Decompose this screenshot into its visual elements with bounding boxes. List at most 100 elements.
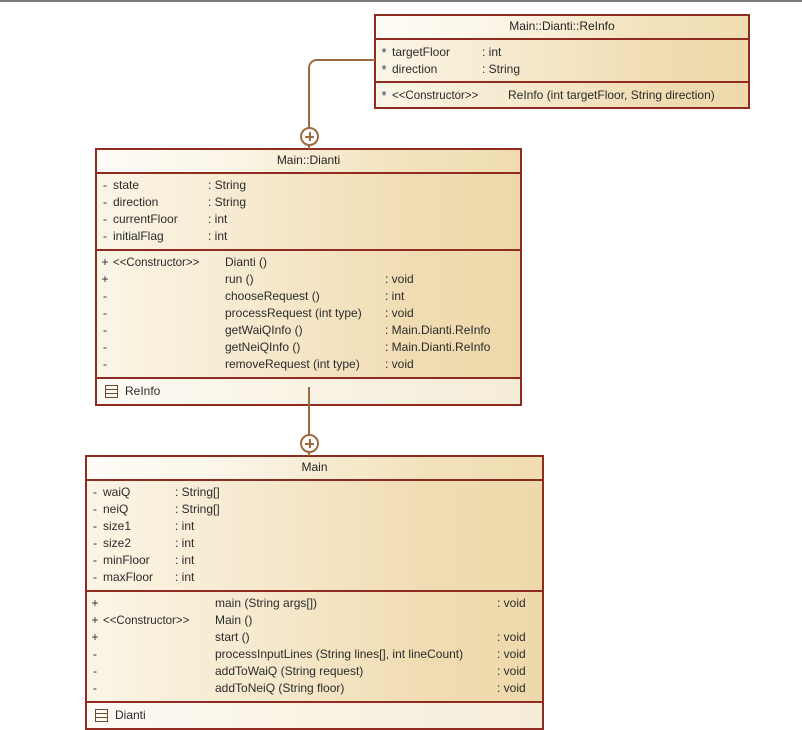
class-box-reinfo[interactable]: Main::Dianti::ReInfo * targetFloor : int…	[374, 14, 750, 109]
nested-class-icon	[105, 384, 118, 398]
operation-return-type: : void	[385, 306, 414, 320]
operation-return-type: : Main.Dianti.ReInfo	[385, 323, 491, 337]
operation-signature: processRequest (int type)	[225, 306, 362, 320]
attribute-name: currentFloor	[113, 212, 178, 226]
attribute-row: - maxFloor : int	[87, 569, 542, 586]
operation-row: + run () : void	[97, 271, 520, 288]
connector-reinfo-horizontal-segment	[318, 59, 375, 61]
visibility-marker: *	[381, 88, 387, 103]
operation-row: - removeRequest (int type) : void	[97, 356, 520, 373]
visibility-marker: +	[101, 272, 109, 286]
operation-row: - processInputLines (String lines[], int…	[87, 646, 542, 663]
operation-return-type: : int	[385, 289, 405, 303]
attributes-compartment-dianti: - state : String - direction : String - …	[97, 174, 520, 251]
visibility-marker: -	[103, 340, 107, 354]
operation-row: - addToNeiQ (String floor) : void	[87, 680, 542, 697]
attribute-row: - currentFloor : int	[97, 211, 520, 228]
attribute-name: maxFloor	[103, 570, 154, 584]
connector-dianti-vertical-segment	[308, 387, 310, 436]
connector-reinfo-corner	[308, 59, 320, 71]
attribute-name: neiQ	[103, 502, 129, 516]
operation-signature: addToNeiQ (String floor)	[215, 681, 345, 695]
attribute-row: - size1 : int	[87, 518, 542, 535]
operation-signature: getWaiQInfo ()	[225, 323, 303, 337]
attribute-name: initialFlag	[113, 229, 164, 243]
nested-class-label[interactable]: Dianti	[115, 708, 146, 722]
connector-dianti-stub	[308, 452, 310, 456]
class-title-dianti: Main::Dianti	[97, 150, 520, 174]
visibility-marker: *	[381, 62, 387, 77]
visibility-marker: +	[91, 630, 99, 644]
attribute-row: - direction : String	[97, 194, 520, 211]
operation-stereotype: <<Constructor>>	[392, 90, 479, 102]
operation-row: + <<Constructor>> Dianti ()	[97, 254, 520, 271]
connector-reinfo-vertical-segment	[308, 70, 310, 128]
operation-signature: Main ()	[215, 613, 253, 627]
nesting-plus-icon-dianti[interactable]	[300, 434, 319, 453]
visibility-marker: +	[101, 255, 109, 269]
operation-row: - processRequest (int type) : void	[97, 305, 520, 322]
attributes-compartment-reinfo: * targetFloor : int * direction : String	[376, 40, 748, 83]
attribute-type: : String[]	[175, 485, 220, 499]
attribute-type: : int	[208, 229, 228, 243]
visibility-marker: -	[93, 485, 97, 499]
operation-return-type: : void	[497, 630, 526, 644]
operation-stereotype: <<Constructor>>	[113, 257, 200, 269]
operation-return-type: : Main.Dianti.ReInfo	[385, 340, 491, 354]
visibility-marker: +	[91, 596, 99, 610]
visibility-marker: +	[91, 613, 99, 627]
operation-return-type: : void	[497, 647, 526, 661]
attribute-type: : String	[208, 178, 247, 192]
nesting-plus-icon-reinfo[interactable]	[300, 127, 319, 146]
visibility-marker: -	[103, 323, 107, 337]
operation-signature: ReInfo (int targetFloor, String directio…	[508, 88, 715, 102]
visibility-marker: -	[93, 519, 97, 533]
visibility-marker: -	[93, 502, 97, 516]
attribute-name: minFloor	[103, 553, 150, 567]
visibility-marker: -	[93, 681, 97, 695]
attribute-type: : int	[175, 553, 195, 567]
attribute-row: - waiQ : String[]	[87, 484, 542, 501]
attribute-row: * targetFloor : int	[376, 43, 748, 60]
attribute-name: size1	[103, 519, 132, 533]
attribute-type: : int	[208, 212, 228, 226]
operation-signature: addToWaiQ (String request)	[215, 664, 364, 678]
class-box-dianti[interactable]: Main::Dianti - state : String - directio…	[95, 148, 522, 406]
operation-return-type: : void	[497, 664, 526, 678]
visibility-marker: -	[93, 647, 97, 661]
visibility-marker: -	[103, 289, 107, 303]
attribute-name: targetFloor	[392, 45, 451, 59]
class-title-reinfo: Main::Dianti::ReInfo	[376, 16, 748, 40]
operation-row: + main (String args[]) : void	[87, 595, 542, 612]
attributes-compartment-main: - waiQ : String[] - neiQ : String[] - si…	[87, 481, 542, 592]
operation-row: + <<Constructor>> Main ()	[87, 612, 542, 629]
visibility-marker: -	[93, 570, 97, 584]
operation-signature: removeRequest (int type)	[225, 357, 360, 371]
visibility-marker: -	[103, 357, 107, 371]
operation-signature: processInputLines (String lines[], int l…	[215, 647, 464, 661]
connector-reinfo-stub	[308, 145, 310, 149]
operation-return-type: : void	[497, 596, 526, 610]
attribute-name: waiQ	[103, 485, 131, 499]
attribute-type: : String	[208, 195, 247, 209]
attribute-row: - initialFlag : int	[97, 228, 520, 245]
class-box-main[interactable]: Main - waiQ : String[] - neiQ : String[]…	[85, 455, 544, 730]
visibility-marker: -	[103, 306, 107, 320]
nested-class-label[interactable]: ReInfo	[125, 384, 161, 398]
operation-return-type: : void	[385, 357, 414, 371]
visibility-marker: -	[103, 178, 107, 192]
visibility-marker: -	[93, 536, 97, 550]
attribute-name: direction	[113, 195, 159, 209]
nested-class-icon	[95, 708, 108, 722]
operation-signature: main (String args[])	[215, 596, 318, 610]
operation-row: - getNeiQInfo () : Main.Dianti.ReInfo	[97, 339, 520, 356]
visibility-marker: *	[381, 45, 387, 60]
operation-signature: run ()	[225, 272, 254, 286]
visibility-marker: -	[93, 553, 97, 567]
visibility-marker: -	[93, 664, 97, 678]
visibility-marker: -	[103, 212, 107, 226]
top-divider-rule	[0, 0, 802, 2]
operations-compartment-reinfo: * <<Constructor>> ReInfo (int targetFloo…	[376, 83, 748, 107]
attribute-name: size2	[103, 536, 132, 550]
attribute-name: direction	[392, 62, 438, 76]
